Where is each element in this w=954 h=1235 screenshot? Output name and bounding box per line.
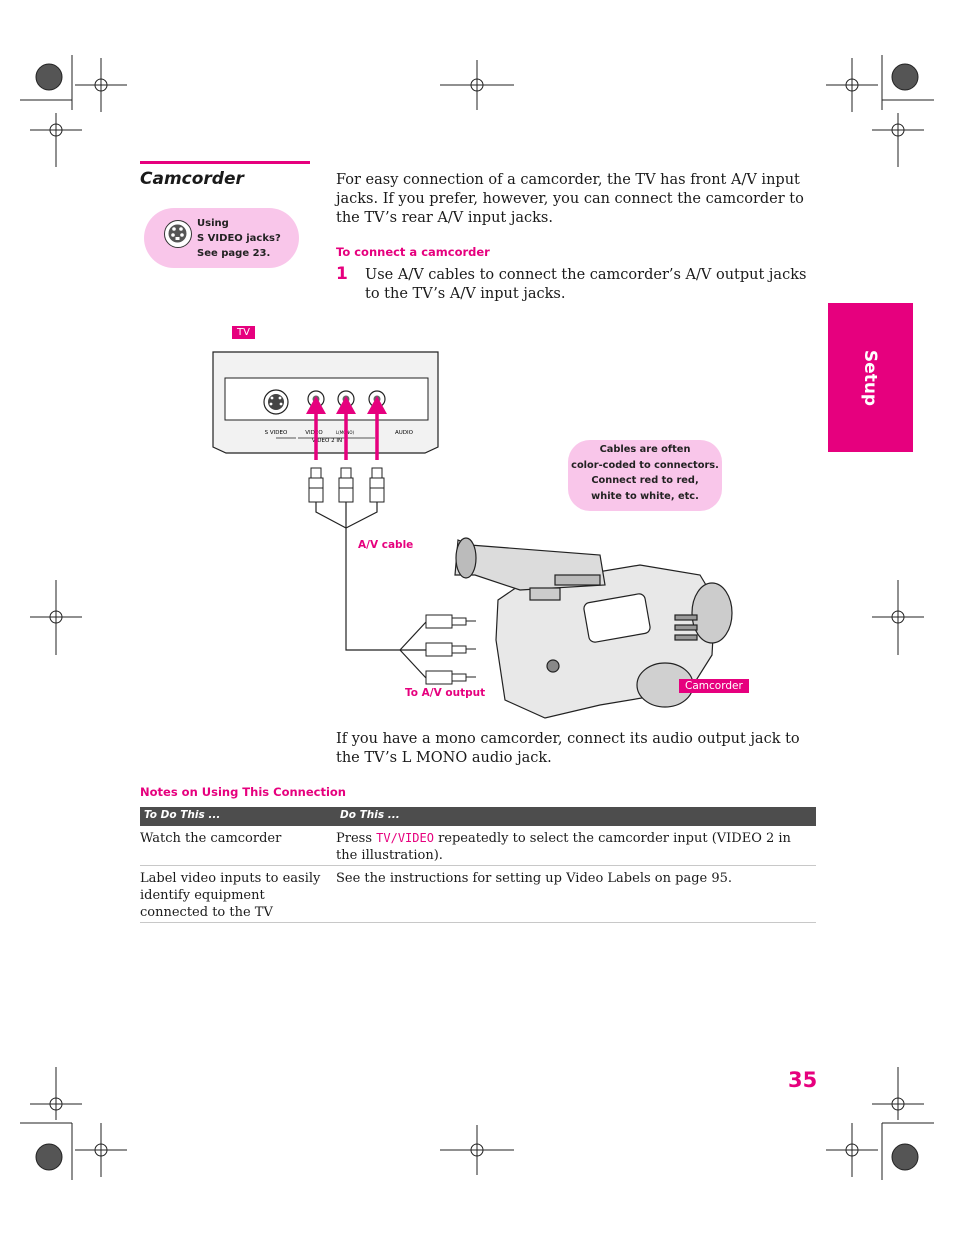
cables-note-callout: Cables are often color-coded to connecto… — [568, 440, 722, 511]
tv-input-panel: S VIDEO VIDEO L(MONO) AUDIO VIDEO 2 IN — [212, 351, 439, 454]
camcorder-illustration — [454, 537, 733, 719]
connection-arrows — [306, 396, 387, 460]
s-video-jack-icon — [164, 220, 192, 248]
step-number: 1 — [336, 264, 348, 284]
rca-plugs-tv — [308, 467, 385, 503]
mono-note: If you have a mono camcorder, connect it… — [336, 731, 800, 766]
tv-video-button-name: TV/VIDEO — [376, 831, 434, 845]
av-cable-lines — [315, 502, 427, 679]
intro-paragraph: For easy connection of a camcorder, the … — [336, 172, 804, 226]
notes-heading: Notes on Using This Connection — [140, 785, 346, 799]
task-cell: Watch the camcorder — [140, 831, 282, 846]
side-tab: Setup — [828, 303, 913, 452]
rca-plugs-camcorder — [425, 614, 476, 685]
camcorder-label: Camcorder — [679, 679, 749, 693]
panel-label-input: VIDEO 2 IN — [312, 438, 342, 444]
procedure-heading: To connect a camcorder — [336, 245, 490, 259]
av-output-label: To A/V output — [405, 687, 486, 699]
tip-text: Using S VIDEO jacks? See page 23. — [197, 218, 281, 259]
section-title: Camcorder — [140, 169, 244, 189]
connection-diagram: S VIDEO VIDEO L(MONO) AUDIO VIDEO 2 IN — [212, 351, 733, 719]
tip-callout: Using S VIDEO jacks? See page 23. — [144, 208, 299, 268]
tv-label: TV — [232, 326, 255, 339]
panel-label-audio: AUDIO — [395, 430, 414, 436]
column-header-action: Do This ... — [340, 809, 400, 821]
table-header: To Do This ... Do This ... — [140, 807, 816, 826]
page-number: 35 — [788, 1068, 818, 1092]
action-cell: See the instructions for setting up Vide… — [336, 871, 733, 886]
column-header-task: To Do This ... — [144, 809, 221, 821]
step-text: Use A/V cables to connect the camcorder’… — [365, 267, 807, 302]
task-cell: Label video inputs to easily identify eq… — [140, 871, 321, 920]
panel-label-s-video: S VIDEO — [265, 430, 288, 436]
action-cell: Press TV/VIDEO repeatedly to select the … — [336, 831, 791, 863]
av-cable-label: A/V cable — [358, 539, 414, 551]
table-row: Label video inputs to easily identify eq… — [140, 866, 816, 923]
table-row: Watch the camcorder Press TV/VIDEO repea… — [140, 826, 816, 866]
section-rule — [140, 161, 310, 164]
notes-table: To Do This ... Do This ... Watch the cam… — [140, 807, 816, 923]
